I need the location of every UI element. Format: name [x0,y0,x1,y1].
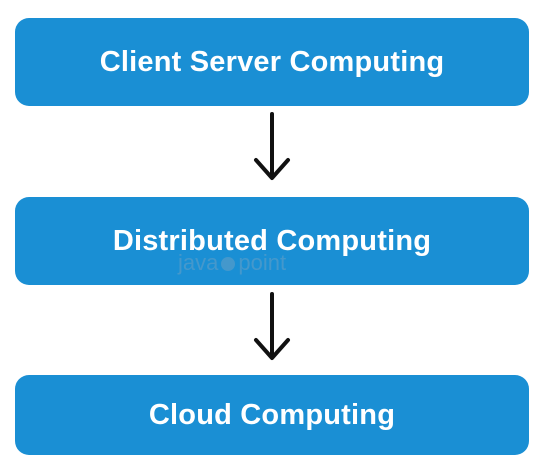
node-cloud-computing: Cloud Computing [15,375,529,455]
arrow-down-icon [254,292,290,360]
watermark-dot-icon [221,257,236,272]
node-distributed-computing: Distributed Computing [15,197,529,285]
watermark-right: point [238,250,287,275]
node-label: Cloud Computing [148,398,396,431]
watermark-left: java [178,250,219,275]
arrow-down-icon [254,112,290,180]
node-label: Client Server Computing [99,45,445,78]
watermark: java point [178,250,286,276]
node-client-server-computing: Client Server Computing [15,18,529,106]
node-label: Distributed Computing [112,224,432,257]
